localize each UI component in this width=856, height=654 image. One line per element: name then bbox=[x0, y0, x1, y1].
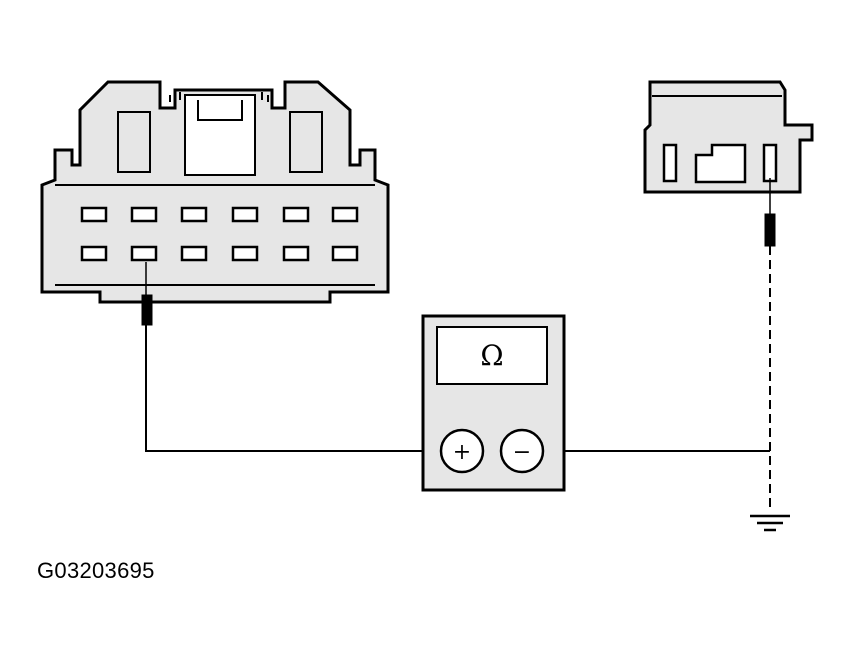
negative-terminal-label: − bbox=[513, 440, 531, 465]
wire-positive bbox=[145, 325, 440, 452]
left-connector-latch bbox=[184, 94, 256, 176]
positive-terminal-label: + bbox=[453, 440, 471, 465]
right-component-center-slot bbox=[694, 143, 747, 184]
pin-cavity bbox=[80, 245, 108, 262]
pin-cavity bbox=[180, 206, 208, 223]
pin-cavity bbox=[130, 206, 158, 223]
right-component-slot-left bbox=[662, 143, 678, 183]
pin-cavity bbox=[231, 245, 259, 262]
pin-cavity bbox=[331, 245, 359, 262]
left-connector bbox=[40, 80, 390, 304]
ground-icon bbox=[750, 514, 790, 532]
right-component-slot-right bbox=[762, 143, 778, 183]
left-connector-pins bbox=[80, 206, 359, 262]
right-component bbox=[643, 80, 814, 194]
ohm-symbol: Ω bbox=[480, 339, 503, 372]
ohmmeter-display bbox=[436, 326, 548, 385]
pin-cavity bbox=[331, 206, 359, 223]
pin-cavity bbox=[180, 245, 208, 262]
negative-terminal bbox=[499, 428, 545, 474]
pin-cavity bbox=[231, 206, 259, 223]
pin-cavity bbox=[80, 206, 108, 223]
pin-cavity bbox=[282, 206, 310, 223]
positive-terminal bbox=[439, 428, 485, 474]
ohmmeter: Ω + − bbox=[421, 314, 566, 492]
pin-cavity bbox=[282, 245, 310, 262]
pin-cavity bbox=[130, 245, 158, 262]
figure-id: G03203695 bbox=[37, 558, 155, 583]
